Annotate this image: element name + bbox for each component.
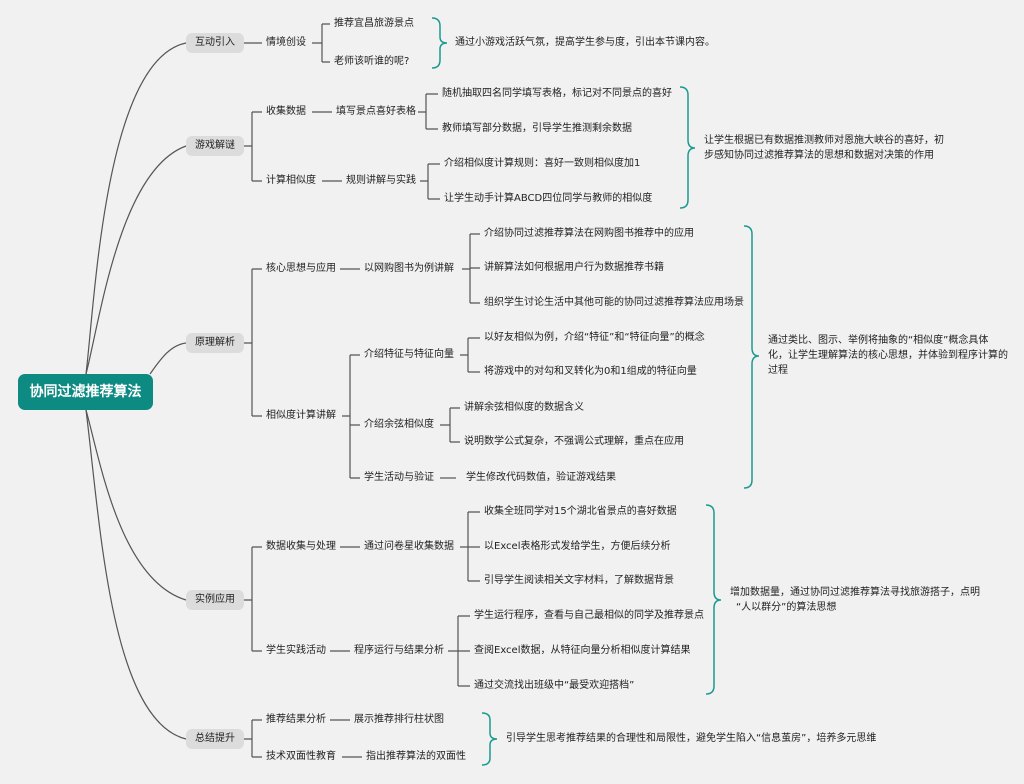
b4-note-line-1: 增加数据量，通过协同过滤推荐算法寻找旅游搭子，点明 <box>730 587 980 598</box>
b5-note: 引导学生思考推荐结果的合理性和局限性，避免学生陷入“信息茧房”，培养多元思维 <box>506 733 877 744</box>
branch-interactive-intro[interactable]: 互动引入 <box>186 33 244 53</box>
branch-principle[interactable]: 原理解析 <box>186 333 244 353</box>
b2-mid-rules: 规则讲解与实践 <box>346 175 416 186</box>
summary-brackets <box>431 17 760 766</box>
b5-mid-duality: 指出推荐算法的双面性 <box>366 751 466 762</box>
b2-note: 让学生根据已有数据推测教师对恩施大峡谷的喜好，初 步感知协同过滤推荐算法的思想和… <box>704 133 984 163</box>
b2-leaf-3: 介绍相似度计算规则：喜好一致则相似度加1 <box>444 158 641 169</box>
b1-sub-situation: 情境创设 <box>266 37 306 48</box>
b3-note-line-1: 通过类比、图示、举例将抽象的“相似度”概念具体 <box>768 335 989 346</box>
b3-note: 通过类比、图示、举例将抽象的“相似度”概念具体 化，让学生理解算法的核心思想，并… <box>768 333 1013 378</box>
b5-mid-chart: 展示推荐排行柱状图 <box>354 714 444 725</box>
branch-summary[interactable]: 总结提升 <box>186 729 244 749</box>
b3-leaf-2: 讲解算法如何根据用户行为数据推荐书籍 <box>484 262 664 273</box>
root-node[interactable]: 协同过滤推荐算法 <box>18 374 153 410</box>
b2-sub-similarity: 计算相似度 <box>266 175 316 186</box>
b3-sub-similarity-calc: 相似度计算讲解 <box>266 410 336 421</box>
b4-leaf-3: 引导学生阅读相关文字材料，了解数据背景 <box>484 575 674 586</box>
b1-leaf-1: 推荐宜昌旅游景点 <box>334 18 414 29</box>
b4-note-line-2: “人以群分”的算法思想 <box>736 602 837 613</box>
b3-mid-feature-vector: 介绍特征与特征向量 <box>364 349 454 360</box>
branch-game-puzzle[interactable]: 游戏解谜 <box>186 136 244 156</box>
b2-note-line-1: 让学生根据已有数据推测教师对恩施大峡谷的喜好，初 <box>704 135 944 146</box>
b4-leaf-2: 以Excel表格形式发给学生，方便后续分析 <box>484 541 671 552</box>
b4-leaf-5: 查阅Excel数据，从特征向量分析相似度计算结果 <box>474 645 691 656</box>
b3-leaf-7: 说明数学公式复杂，不强调公式理解，重点在应用 <box>464 436 684 447</box>
b3-mid-cosine: 介绍余弦相似度 <box>364 419 434 430</box>
b4-note: 增加数据量，通过协同过滤推荐算法寻找旅游搭子，点明 “人以群分”的算法思想 <box>730 585 1015 615</box>
b2-leaf-1: 随机抽取四名同学填写表格，标记对不同景点的喜好 <box>442 88 672 99</box>
b1-leaf-2: 老师该听谁的呢? <box>334 56 410 67</box>
b4-mid-survey: 通过问卷星收集数据 <box>364 541 454 552</box>
connector-lines <box>85 23 480 758</box>
b2-leaf-2: 教师填写部分数据，引导学生推测剩余数据 <box>442 123 632 134</box>
b3-leaf-1: 介绍协同过滤推荐算法在网购图书推荐中的应用 <box>484 228 694 239</box>
b5-sub-results: 推荐结果分析 <box>266 714 326 725</box>
b3-leaf-5: 将游戏中的对勾和叉转化为0和1组成的特征向量 <box>484 366 697 377</box>
b2-mid-fill-table: 填写景点喜好表格 <box>336 106 416 117</box>
b3-leaf-8: 学生修改代码数值，验证游戏结果 <box>466 472 616 483</box>
b2-note-line-2: 步感知协同过滤推荐算法的思想和数据对决策的作用 <box>704 150 934 161</box>
b4-sub-practice: 学生实践活动 <box>266 645 326 656</box>
b4-mid-run: 程序运行与结果分析 <box>354 645 444 656</box>
b2-leaf-4: 让学生动手计算ABCD四位同学与教师的相似度 <box>444 193 653 204</box>
b3-note-line-2: 化，让学生理解算法的核心思想，并体验到程序计算的 <box>768 350 1008 361</box>
b3-mid-activity: 学生活动与验证 <box>364 472 434 483</box>
b3-sub-core: 核心思想与应用 <box>266 263 336 274</box>
b3-leaf-3: 组织学生讨论生活中其他可能的协同过滤推荐算法应用场景 <box>484 297 744 308</box>
b3-leaf-4: 以好友相似为例，介绍“特征”和“特征向量”的概念 <box>484 332 705 343</box>
b3-note-line-3: 过程 <box>768 365 788 376</box>
b4-sub-data: 数据收集与处理 <box>266 541 336 552</box>
b5-sub-duality: 技术双面性教育 <box>266 751 336 762</box>
b4-leaf-6: 通过交流找出班级中“最受欢迎搭档” <box>474 680 635 691</box>
b4-leaf-4: 学生运行程序，查看与自己最相似的同学及推荐景点 <box>474 610 704 621</box>
b4-leaf-1: 收集全班同学对15个湖北省景点的喜好数据 <box>484 506 677 517</box>
b3-mid-books: 以网购图书为例讲解 <box>364 263 454 274</box>
b1-note: 通过小游戏活跃气氛，提高学生参与度，引出本节课内容。 <box>455 37 715 48</box>
b2-sub-collect: 收集数据 <box>266 106 306 117</box>
branch-application[interactable]: 实例应用 <box>186 590 244 610</box>
b3-leaf-6: 讲解余弦相似度的数据含义 <box>464 402 584 413</box>
